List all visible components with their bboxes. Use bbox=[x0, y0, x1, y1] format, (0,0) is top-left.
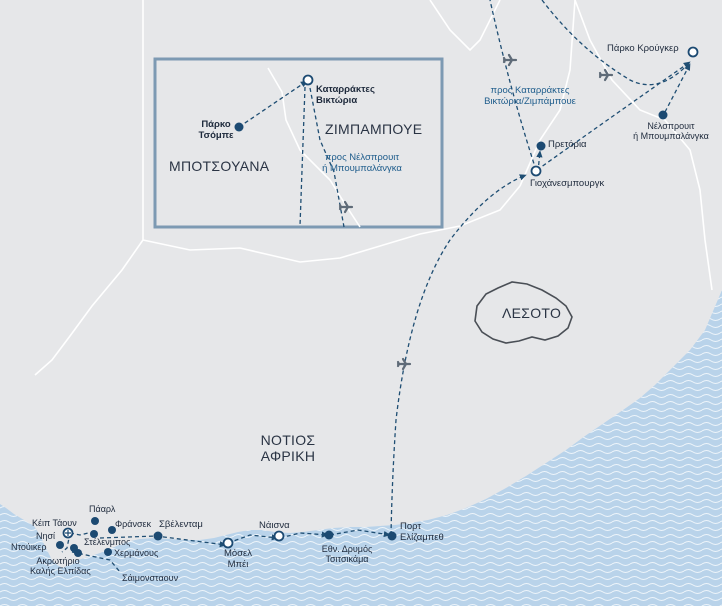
pretoria-label: Πρετόρια bbox=[548, 139, 587, 150]
port-elizabeth-line1: Πορτ bbox=[400, 521, 422, 532]
hermanus-label: Χερμάνους bbox=[114, 548, 159, 558]
tsitsikamma-line2: Τσιτσικάμα bbox=[325, 554, 369, 565]
route-to-nelspruit-line1: προς Νέλσπρουιτ bbox=[324, 152, 400, 163]
lesotho-label: ΛΕΣΟΤΟ bbox=[502, 305, 562, 321]
route-to-nelspruit-line2: ή Μπουμπαλάνγκα bbox=[322, 162, 402, 174]
chobe-label: Πάρκο Τσόμπε bbox=[193, 119, 239, 142]
cape-town-label: Κέιπ Τάουν bbox=[32, 518, 77, 528]
nelspruit-line2: ή Μπουμπαλάνγκα bbox=[633, 131, 709, 142]
johannesburg-label: Γιοχάνεσμπουργκ bbox=[530, 178, 605, 189]
duiker-label: Ντούικερ bbox=[11, 542, 47, 552]
tsitsikamma-line1: Εθν. Δρυμός bbox=[321, 544, 373, 554]
chobe-line2: Τσόμπε bbox=[198, 129, 234, 141]
chobe-line1: Πάρκο bbox=[201, 119, 231, 130]
botswana-label: ΜΠΟΤΣΟΥΑΝΑ bbox=[169, 158, 270, 174]
cape-point-line1: Ακρωτήριο bbox=[36, 556, 80, 566]
mossel-bay-label: Μόσελ Μπέι bbox=[220, 548, 256, 571]
port-elizabeth-line2: Ελίζαμπεθ bbox=[400, 531, 444, 543]
victoria-falls-line1: Καταρράκτες bbox=[316, 84, 375, 95]
location-markers bbox=[56, 110, 668, 557]
mossel-bay-line1: Μόσελ bbox=[223, 548, 253, 559]
south-africa-label: ΝΟΤΙΟΣ ΑΦΡΙΚΗ bbox=[248, 432, 328, 464]
lesotho-shape bbox=[474, 281, 573, 344]
swellendam-label: Σβέλενταμ bbox=[159, 519, 203, 530]
country-borders bbox=[34, 0, 713, 376]
victoria-falls-line2: Βικτώρια bbox=[316, 94, 358, 106]
route-to-victoria-line2: Βικτώρια/Ζιμπάμπουε bbox=[484, 95, 576, 107]
mossel-bay-line2: Μπέι bbox=[227, 558, 249, 570]
cape-point-label: Ακρωτήριο Καλής Ελπίδας bbox=[30, 556, 91, 577]
south-africa-line2: ΑΦΡΙΚΗ bbox=[260, 448, 316, 465]
cape-town-airport-icon bbox=[65, 530, 71, 536]
robben-island-label: Νησί bbox=[36, 531, 56, 541]
route-label-to-nelspruit: προς Νέλσπρουιτ ή Μπουμπαλάνγκα bbox=[312, 152, 412, 175]
paarl-label: Πάαρλ bbox=[89, 504, 116, 514]
south-africa-line1: ΝΟΤΙΟΣ bbox=[260, 432, 316, 448]
hollow-markers bbox=[62, 46, 699, 549]
port-elizabeth-label: Πορτ Ελίζαμπεθ bbox=[400, 521, 444, 544]
victoria-falls-label: Καταρράκτες Βικτώρια bbox=[316, 84, 375, 107]
zimbabwe-label: ΖΙΜΠΑΜΠΟΥΕ bbox=[325, 121, 423, 137]
route-label-to-victoria: προς Καταρράκτες Βικτώρια/Ζιμπάμπουε bbox=[470, 85, 590, 108]
kruger-label: Πάρκο Κρούγκερ bbox=[607, 43, 679, 54]
cape-point-line2: Καλής Ελπίδας bbox=[30, 566, 91, 577]
simons-town-label: Σάιμονσταουν bbox=[122, 573, 179, 583]
knysna-label: Νάισνα bbox=[259, 520, 290, 531]
tsitsikamma-label: Εθν. Δρυμός Τσιτσικάμα bbox=[312, 544, 382, 565]
inset-box bbox=[153, 57, 444, 229]
nelspruit-label: Νέλσπρουιτ ή Μπουμπαλάνγκα bbox=[632, 121, 710, 142]
franschhoek-label: Φράνσεκ bbox=[115, 519, 152, 529]
nelspruit-line1: Νέλσπρουιτ bbox=[647, 121, 695, 131]
route-to-victoria-line1: προς Καταρράκτες bbox=[490, 85, 570, 96]
stellenbosch-label: Στέλενμπος bbox=[84, 537, 131, 547]
